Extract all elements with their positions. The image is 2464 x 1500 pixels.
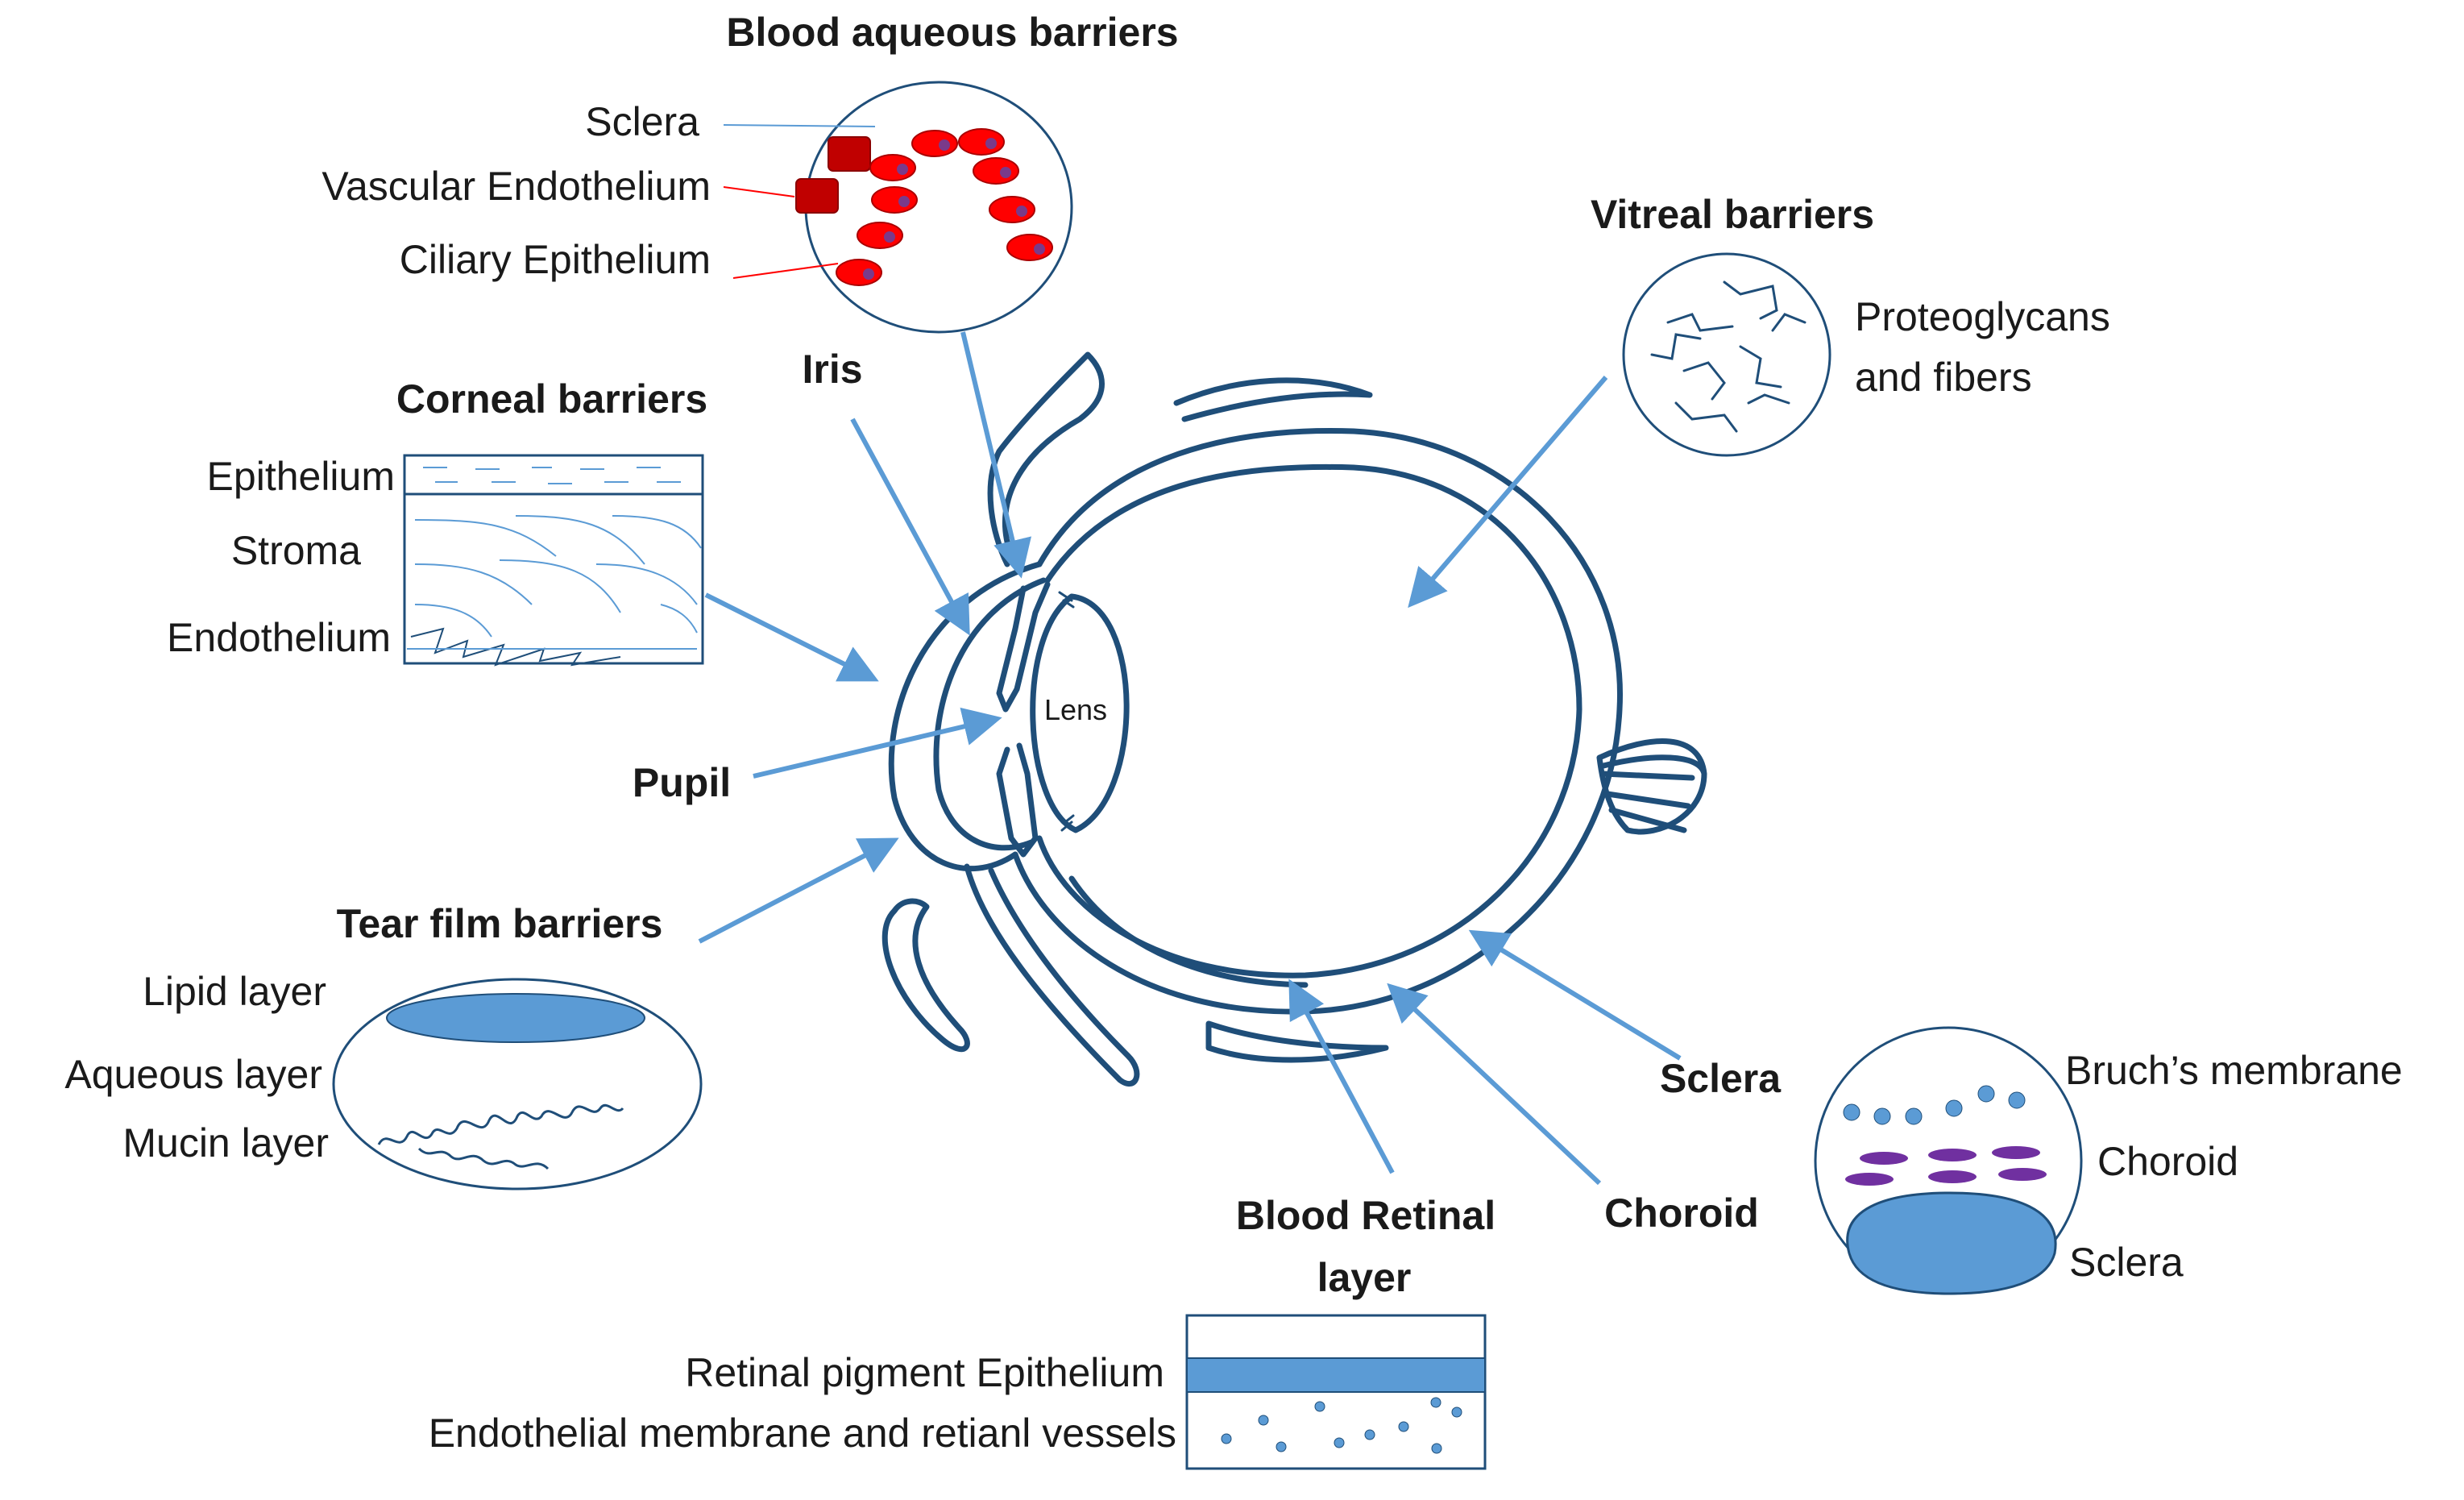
eye-inner-wall [1036,463,1583,979]
retinal-vessel-dots [1221,1397,1462,1454]
corneal-arrow [704,592,879,682]
choroid-arrow [1387,983,1602,1186]
corneal-epithelium-label: Epithelium [207,454,395,499]
lower-fold-2 [1205,1020,1389,1063]
sclera-label: Sclera [1660,1056,1782,1101]
eye-outer-wall [1012,428,1623,1015]
blood-retinal-title-1: Blood Retinal [1236,1193,1495,1238]
tear-aqueous-label: Aqueous layer [64,1052,322,1097]
sclera-pointer-line [723,124,876,127]
lens-shape [1030,593,1130,833]
bruch-label: Bruch’s membrane [2065,1048,2403,1093]
vitreal-circle [1622,252,1831,457]
pupil-label: Pupil [633,760,731,805]
mucin-layer-shape [377,1103,624,1170]
iris-lower [996,742,1039,858]
vitreal-title: Vitreal barriers [1591,192,1874,237]
blood-retinal-title-2: layer [1317,1255,1412,1300]
rpe-label: Retinal pigment Epithelium [685,1350,1164,1395]
blood-aqueous-sclera-label: Sclera [585,99,699,144]
lower-fold [881,898,970,1053]
eye-choroid-line [1068,875,1309,988]
vascular-pointer-line [723,186,795,197]
endo-label: Endothelial membrane and retianl vessels [429,1411,1176,1456]
choroid-ellipses [1845,1146,2047,1186]
vitreal-label-line2: and fibers [1855,355,2032,400]
eye-cross-section [881,351,1707,1087]
tear-arrow [698,837,899,944]
tear-film-oval [332,978,703,1190]
upper-fold [1173,377,1373,422]
iris-upper [996,581,1051,713]
iris-label: Iris [802,347,862,392]
ciliary-pointer-line [732,263,839,279]
vitreal-fibers [1650,280,1807,433]
sclera-arrow [1468,929,1682,1061]
bruch-dots [1843,1085,2026,1125]
corneal-stroma-label: Stroma [231,528,361,573]
blood-aqueous-vascular-label: Vascular Endothelium [321,164,711,209]
lower-eyelid [964,863,1140,1087]
corneal-endothelium-label: Endothelium [167,615,391,660]
iris-arrow [850,418,970,636]
rpe-band [1186,1357,1486,1393]
optic-nerve [1596,738,1707,835]
blood-aqueous-arrow [960,331,1032,579]
corneal-layers [404,467,703,667]
vitreal-label-line1: Proteoglycans [1855,294,2110,339]
blood-aqueous-title: Blood aqueous barriers [726,10,1178,55]
tear-title: Tear film barriers [337,901,663,946]
corneal-title: Corneal barriers [396,376,707,422]
blood-retinal-arrow [1288,979,1395,1174]
tear-mucin-label: Mucin layer [122,1120,329,1166]
lipid-layer-shape [386,993,645,1043]
corneal-box [403,454,704,665]
upper-eyelid [987,351,1105,567]
sclera-inset-shape [1846,1191,2057,1295]
blood-aqueous-cells [795,128,1053,286]
choroid-inset-label: Choroid [2097,1139,2238,1184]
lens-label: Lens [1044,693,1107,726]
blood-aqueous-ciliary-label: Ciliary Epithelium [400,237,711,282]
cornea-inner [933,577,1047,851]
pupil-arrow [753,707,1002,779]
sclera-inset-label: Sclera [2069,1240,2184,1285]
vitreal-arrow [1408,376,1608,609]
choroid-label: Choroid [1604,1190,1759,1236]
tear-lipid-label: Lipid layer [143,969,326,1014]
